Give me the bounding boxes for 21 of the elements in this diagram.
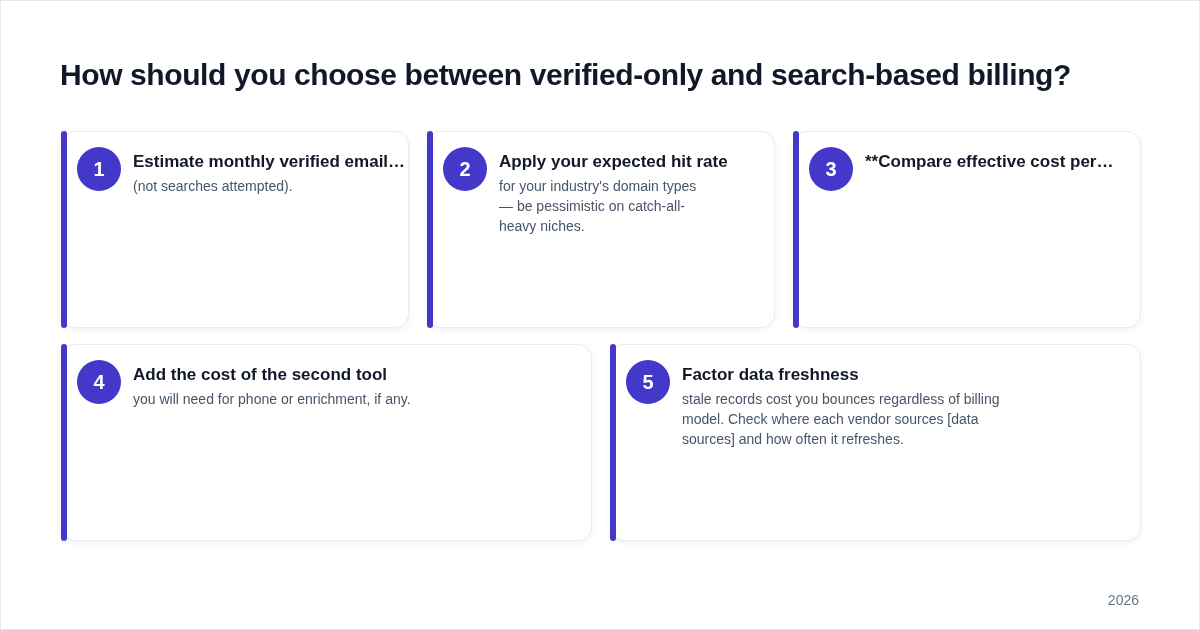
step-title: Factor data freshness	[682, 364, 859, 386]
step-title: Add the cost of the second tool	[133, 364, 388, 386]
year-label: 2026	[1107, 591, 1139, 609]
step-card	[61, 131, 409, 328]
step-number: 1	[77, 147, 121, 191]
step-number: 2	[443, 147, 487, 191]
step-description: you will need for phone or enrichment, if any.	[133, 390, 412, 409]
step-title: Apply your expected hit rate	[499, 151, 728, 173]
step-description: stale records cost you bounces regardless of billing model. Check where each vendor sources [data sources] and how often it refreshes.	[682, 390, 1001, 449]
page-title: How should you choose between verified-only and search-based billing?	[60, 57, 1071, 93]
step-title: Estimate monthly verified email…	[133, 151, 404, 173]
step-number: 5	[626, 360, 670, 404]
step-description: (not searches attempted).	[133, 177, 294, 196]
step-number: 4	[77, 360, 121, 404]
step-description: for your industry's domain types — be pessimistic on catch-all-heavy niches.	[499, 177, 698, 236]
step-card	[610, 344, 1141, 541]
step-card	[427, 131, 775, 328]
step-number: 3	[809, 147, 853, 191]
step-title: **Compare effective cost per…	[865, 151, 1114, 173]
step-card	[61, 344, 592, 541]
step-card	[793, 131, 1141, 328]
